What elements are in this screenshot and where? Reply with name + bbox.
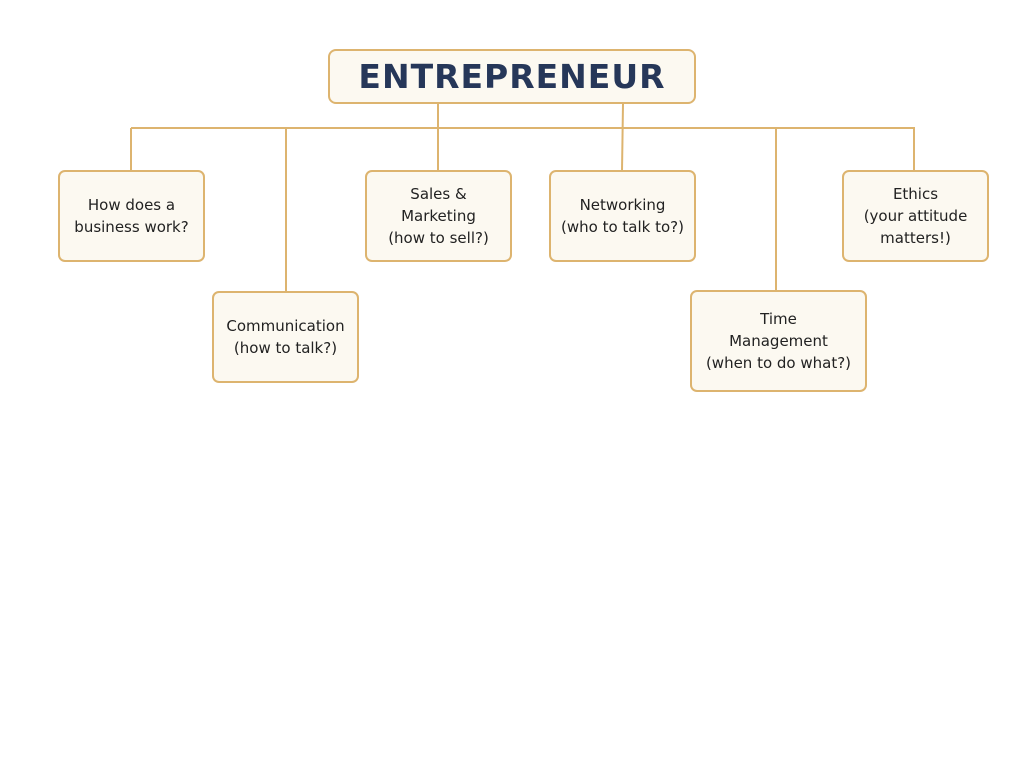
node-line: Marketing — [401, 207, 476, 225]
node-line: (when to do what?) — [705, 354, 852, 372]
node-time-management: Time Management (when to do what?) — [690, 290, 867, 392]
node-line: Ethics — [892, 185, 939, 203]
node-line: (your attitude — [863, 207, 968, 225]
node-line: Sales & — [410, 185, 467, 203]
node-line: Communication — [226, 317, 345, 335]
node-ethics: Ethics (your attitude matters!) — [842, 170, 989, 262]
node-communication: Communication (how to talk?) — [212, 291, 359, 383]
node-line: business work? — [74, 218, 189, 236]
node-line: Management — [729, 332, 828, 350]
node-sales-marketing: Sales & Marketing (how to sell?) — [365, 170, 512, 262]
node-line: (how to sell?) — [388, 229, 489, 247]
root-label: ENTREPRENEUR — [358, 56, 666, 96]
node-line: (how to talk?) — [233, 339, 338, 357]
connector-root-right — [621, 103, 624, 172]
node-line: How does a — [87, 196, 176, 214]
node-line: (who to talk to?) — [561, 218, 684, 236]
node-line: Time — [760, 310, 797, 328]
node-networking: Networking (who to talk to?) — [549, 170, 696, 262]
node-line: matters!) — [880, 229, 951, 247]
root-node-entrepreneur: ENTREPRENEUR — [328, 49, 696, 104]
node-line: Networking — [579, 196, 666, 214]
node-business: How does a business work? — [58, 170, 205, 262]
